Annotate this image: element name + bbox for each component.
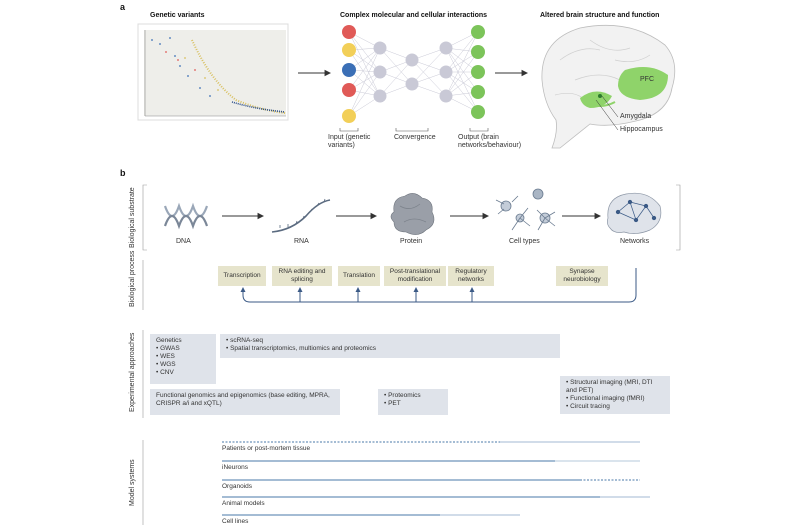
imaging-box: • Structural imaging (MRI, DTI and PET) … [560,376,670,414]
imaging-item: • Structural imaging (MRI, DTI and PET) [566,379,653,394]
cell-types-icon [495,188,556,231]
genetics-title: Genetics [156,337,182,344]
model-animal: Animal models [222,500,265,507]
pfc-label: PFC [640,76,654,83]
row-label-substrate: Biological substrate [129,187,136,248]
genetics-item: • WES [156,353,175,360]
output-label: Output (brain networks/behaviour) [458,134,522,149]
input-label: Input (genetic variants) [328,134,371,149]
stage-label-protein: Protein [400,238,423,245]
model-patients: Patients or post-mortem tissue [222,445,311,452]
scrna-item: • Spatial transcriptomics, multiomics an… [226,345,377,352]
manhattan-plot [137,23,289,121]
model-organoids: Organoids [222,483,252,490]
genetics-item: • CNV [156,369,174,376]
process-post-translational: Post-translational modification [384,266,446,286]
functional-genomics-box: Functional genomics and epigenomics (bas… [150,389,340,415]
hippocampus-label: Hippocampus [620,126,663,133]
proteomics-item: • PET [384,400,401,407]
imaging-item: • Circuit tracing [566,403,610,410]
process-synapse: Synapse neurobiology [556,266,608,286]
brain-title: Altered brain structure and function [540,12,660,19]
rna-icon [271,198,331,233]
process-regulatory-networks: Regulatory networks [448,266,494,286]
row-label-experimental: Experimental approaches [129,332,136,412]
interaction-network [339,25,489,132]
genetics-item: • WGS [156,361,176,368]
proteomics-box: • Proteomics • PET [378,389,448,415]
amygdala-label: Amygdala [620,113,652,120]
model-cell-lines: Cell lines [222,518,249,525]
dna-icon [163,202,209,230]
row-label-models: Model systems [129,459,136,506]
scrna-box: • scRNA-seq • Spatial transcriptomics, m… [220,334,560,358]
model-ineurons: iNeurons [222,464,249,471]
panel-a-letter: a [120,2,126,12]
stage-label-rna: RNA [294,238,309,245]
networks-icon [606,192,662,234]
convergence-label: Convergence [394,134,436,141]
process-translation: Translation [338,266,380,286]
protein-icon [390,193,435,235]
process-transcription: Transcription [218,266,266,286]
brain-illustration [541,24,676,149]
model-system-bars [222,441,650,516]
genetics-box: Genetics • GWAS • WES • WGS • CNV [150,334,216,384]
interactions-title: Complex molecular and cellular interacti… [340,12,488,19]
genetics-item: • GWAS [156,345,180,352]
proteomics-item: • Proteomics [384,392,421,399]
stage-label-networks: Networks [620,238,650,245]
stage-label-dna: DNA [176,238,191,245]
panel-b-letter: b [120,168,126,178]
genetic-variants-title: Genetic variants [150,12,205,19]
process-rna-editing: RNA editing and splicing [272,266,332,286]
row-label-process: Biological process [129,250,136,307]
stage-label-cell-types: Cell types [509,238,540,245]
imaging-item: • Functional imaging (fMRI) [566,395,645,402]
scrna-item: • scRNA-seq [226,337,263,344]
